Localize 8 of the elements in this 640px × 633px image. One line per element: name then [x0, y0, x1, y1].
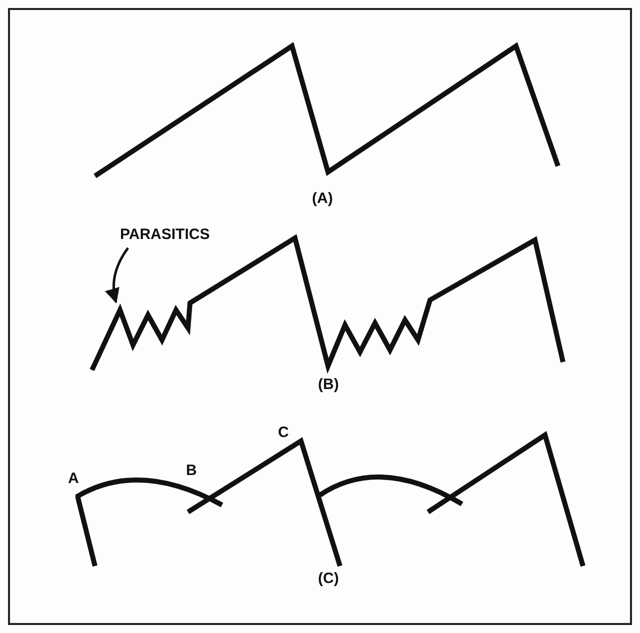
point-label: A — [68, 470, 79, 487]
point-label: C — [278, 424, 289, 441]
leader-line — [105, 247, 130, 304]
panel-label: (C) — [318, 570, 339, 587]
panel-label: (A) — [312, 190, 333, 207]
point-label: B — [186, 462, 197, 479]
panel-label: (B) — [318, 376, 339, 393]
callout-label: PARASITICS — [120, 226, 210, 243]
